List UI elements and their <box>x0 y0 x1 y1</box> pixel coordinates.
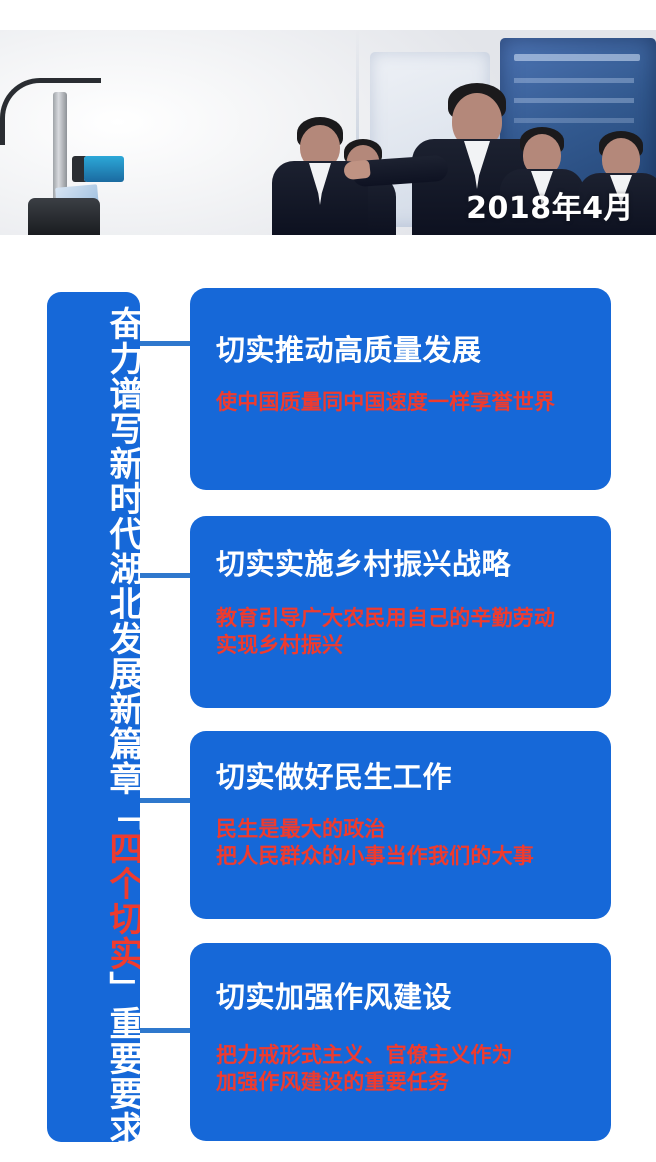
instrument-camera-head <box>84 156 124 182</box>
card-item-3[interactable]: 切实做好民生工作 民生是最大的政治 把人民群众的小事当作我们的大事 <box>190 731 611 919</box>
card-2-heading: 切实实施乡村振兴战略 <box>216 547 512 581</box>
card-3-heading: 切实做好民生工作 <box>216 760 453 794</box>
instrument-arm <box>0 78 101 145</box>
photo-pointing-hand <box>343 159 371 181</box>
card-4-subtext: 把力戒形式主义、官僚主义作为 加强作风建设的重要任务 <box>216 1014 585 1095</box>
card-4-subline-1: 把力戒形式主义、官僚主义作为 <box>216 1043 513 1068</box>
card-3-subline-2: 把人民群众的小事当作我们的大事 <box>216 843 534 868</box>
card-4-heading: 切实加强作风建设 <box>216 980 453 1014</box>
connector-line-2 <box>136 573 196 578</box>
card-item-2[interactable]: 切实实施乡村振兴战略 教育引导广大农民用自己的辛勤劳动 实现乡村振兴 <box>190 516 611 708</box>
card-3-subline-1: 民生是最大的政治 <box>216 817 386 842</box>
four-practicals-diagram: 奋力谱写新时代湖北发展新篇章「四个切实」重要要求 切实推动高质量发展 使中国质量… <box>0 235 656 1162</box>
card-item-4[interactable]: 切实加强作风建设 把力戒形式主义、官僚主义作为 加强作风建设的重要任务 <box>190 943 611 1141</box>
title-prefix: 奋力谱写新时代湖北发展新篇章「 <box>103 306 140 831</box>
card-1-subline-1: 使中国质量同中国速度一样享誉世界 <box>216 390 556 415</box>
photo-wall-seam <box>356 30 359 235</box>
card-1-subtext: 使中国质量同中国速度一样享誉世界 <box>216 367 585 415</box>
card-item-1[interactable]: 切实推动高质量发展 使中国质量同中国速度一样享誉世界 <box>190 288 611 490</box>
photo-person-right-2 <box>578 131 656 235</box>
card-1-heading: 切实推动高质量发展 <box>216 333 482 367</box>
card-2-subline-1: 教育引导广大农民用自己的辛勤劳动 <box>216 606 556 631</box>
title-highlight: 四个切实 <box>103 831 140 971</box>
instrument-post <box>53 92 67 212</box>
photo-person-left <box>272 117 368 235</box>
connector-line-1 <box>136 341 196 346</box>
photo-date-caption: 2018年4月 <box>466 191 634 226</box>
title-suffix: 」重要要求 <box>103 971 140 1142</box>
card-4-subline-2: 加强作风建设的重要任务 <box>216 1069 450 1094</box>
card-2-subline-2: 实现乡村振兴 <box>216 632 344 657</box>
vertical-title-text: 奋力谱写新时代湖北发展新篇章「四个切实」重要要求 <box>47 306 140 1142</box>
photo-person-right-1 <box>500 127 584 235</box>
card-2-subtext: 教育引导广大农民用自己的辛勤劳动 实现乡村振兴 <box>216 581 585 658</box>
header-photo: 2018年4月 <box>0 30 656 235</box>
connector-line-3 <box>136 798 196 803</box>
card-3-subtext: 民生是最大的政治 把人民群众的小事当作我们的大事 <box>216 794 585 869</box>
vertical-title-bar: 奋力谱写新时代湖北发展新篇章「四个切实」重要要求 <box>47 292 140 1142</box>
instrument-base <box>28 198 100 235</box>
connector-line-4 <box>136 1028 196 1033</box>
